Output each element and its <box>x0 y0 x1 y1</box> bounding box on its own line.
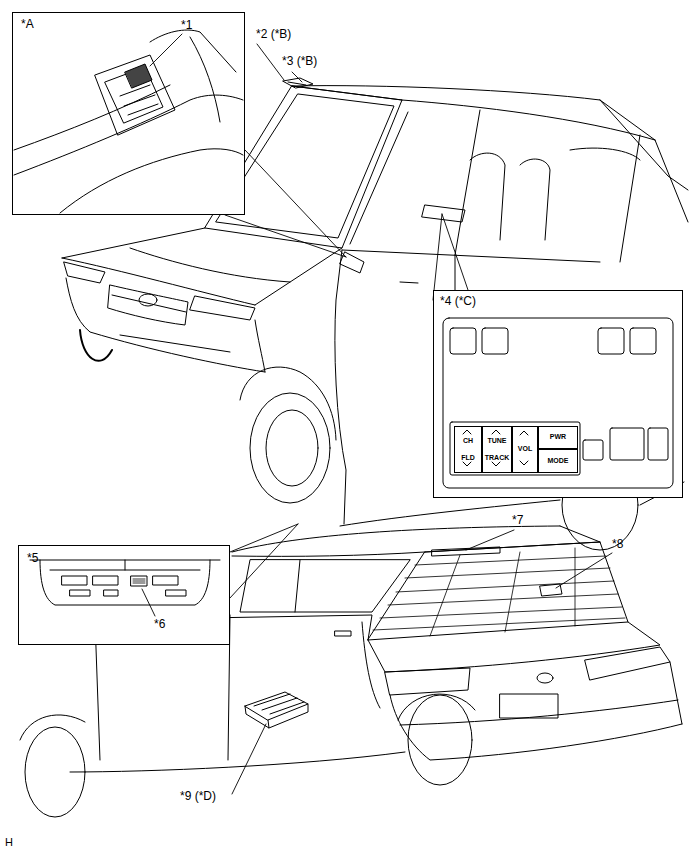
console-button <box>153 576 178 585</box>
switch-button: CH FLD <box>454 426 482 473</box>
figure-code: H <box>5 836 13 848</box>
emblem <box>537 673 553 683</box>
headlights <box>64 262 255 320</box>
defogger-lines <box>373 548 625 636</box>
front-wheel-rim <box>266 410 318 486</box>
switch-bezel <box>95 55 175 135</box>
rear-window <box>368 542 628 640</box>
inset-view: *5 *6 <box>18 545 230 645</box>
inset-grounds <box>12 12 683 645</box>
button-text: MODE <box>548 457 569 465</box>
callout-leader <box>556 553 612 588</box>
callout-leader <box>150 34 182 66</box>
front-wheel <box>25 727 85 817</box>
module-box <box>245 692 308 728</box>
button-text: VOL <box>518 445 532 453</box>
panel-button <box>598 328 624 354</box>
tail-lights <box>385 647 670 695</box>
front-wheel <box>250 393 330 503</box>
roof-outline <box>292 86 688 222</box>
switch-button: TUNE TRACK <box>482 426 512 473</box>
inset-ground <box>433 290 683 498</box>
console-button <box>166 590 186 596</box>
callout-number: *6 <box>154 618 165 631</box>
callout-leader <box>466 530 514 550</box>
inset-ground <box>12 12 245 215</box>
inset-leader <box>433 214 468 300</box>
switch-button: VOL <box>512 426 538 473</box>
inset-view: *4 (*C) CH FLD TUNE TRACK VOL PWR MODE <box>433 290 683 498</box>
side-windows <box>240 560 410 612</box>
console-button <box>93 576 118 585</box>
far-front-wheel <box>80 330 112 361</box>
panel-button <box>583 440 603 460</box>
callout-number: *8 <box>612 538 623 551</box>
button-text: TUNE <box>487 437 506 445</box>
front-bumper <box>66 278 265 372</box>
callout-leader <box>257 44 284 80</box>
callout-number: *5 <box>27 552 38 565</box>
callout-number: *9 (*D) <box>180 790 216 803</box>
inset-leader <box>230 524 298 598</box>
rear-wheel-arch <box>398 694 475 720</box>
inset-view: *A *1 <box>12 12 245 215</box>
callout-number: *A <box>21 18 34 31</box>
roof-part <box>283 78 313 88</box>
callout-number: *1 <box>181 19 192 32</box>
panel-button <box>482 328 508 354</box>
switch-detail <box>120 85 158 115</box>
roof-outline <box>232 526 600 556</box>
panel-button <box>450 328 476 354</box>
callout-leader <box>292 72 302 82</box>
switch-lines <box>133 579 145 583</box>
side-windows <box>342 110 640 262</box>
door-trim <box>14 30 243 213</box>
overhead-console <box>30 560 220 616</box>
button-text: TRACK <box>485 454 510 462</box>
panel-outline <box>443 318 673 488</box>
stop-light <box>432 547 500 556</box>
seats <box>470 148 640 240</box>
rear-view-car <box>20 526 682 817</box>
rear-control-panel <box>443 318 673 488</box>
panel-button <box>630 328 656 354</box>
hood <box>62 228 342 305</box>
console-switch <box>131 576 147 586</box>
panel-button <box>610 428 644 460</box>
console-button <box>104 590 118 596</box>
rear-bumper <box>390 662 682 760</box>
license-plate <box>500 694 558 718</box>
callout-number: *3 (*B) <box>282 55 317 68</box>
side-mirror <box>340 252 364 273</box>
callout-leader <box>232 724 266 794</box>
button-text: CH <box>463 437 473 445</box>
grille <box>108 285 188 325</box>
window-switch <box>125 64 152 88</box>
console-button <box>70 590 90 596</box>
wheel-arch <box>240 367 336 440</box>
button-text: FLD <box>461 454 475 462</box>
console-outline <box>30 560 220 605</box>
switch-button: PWR <box>538 426 578 449</box>
emblem <box>139 294 157 306</box>
button-text: PWR <box>550 433 566 441</box>
console-button <box>62 576 87 585</box>
callout-leader <box>142 589 155 616</box>
switch-button: MODE <box>538 449 578 473</box>
audio-switch-frame <box>450 422 580 475</box>
rear-wheel <box>408 695 472 785</box>
callout-number: *7 <box>512 514 523 527</box>
door-trim-view <box>14 30 243 213</box>
panel-button <box>648 428 668 460</box>
callout-number: *4 (*C) <box>440 295 476 308</box>
trunk <box>368 622 660 672</box>
callout-number: *2 (*B) <box>256 28 291 41</box>
inset-ground <box>18 545 230 645</box>
